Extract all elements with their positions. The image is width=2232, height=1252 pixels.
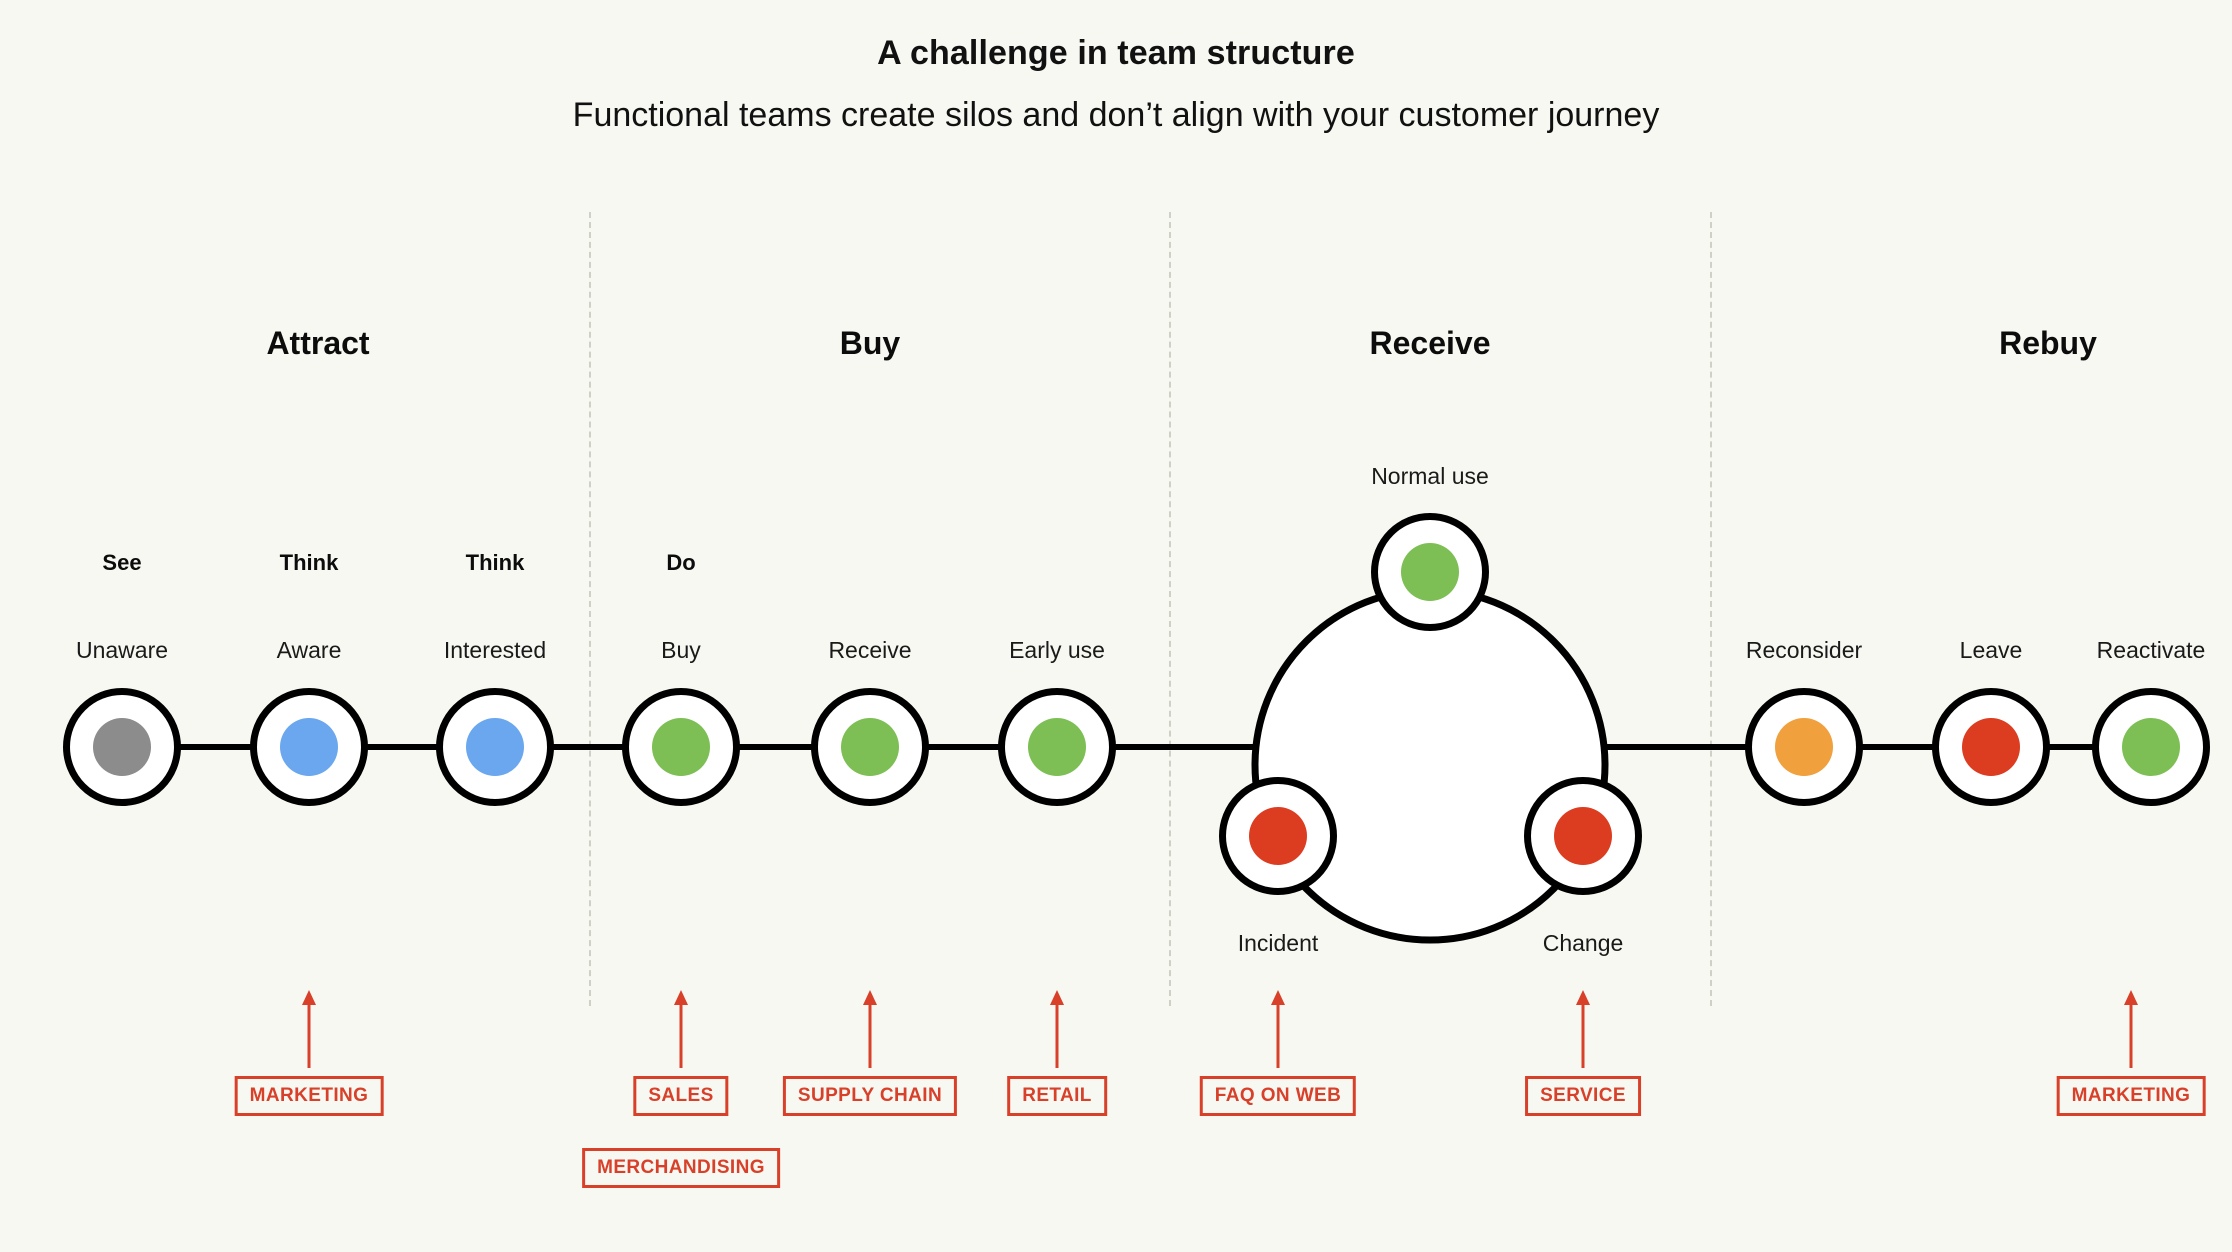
- node-dot-interested: [466, 718, 524, 776]
- team-arrow-sales: [674, 990, 688, 1068]
- phase-label-do: Do: [666, 550, 696, 575]
- team-box-sales[interactable]: SALES: [633, 1076, 729, 1116]
- node-reconsider[interactable]: [1745, 688, 1863, 806]
- team-arrow-supply-chain: [863, 990, 877, 1068]
- node-label-unaware: Unaware: [75, 637, 169, 663]
- stage-divider-1: [589, 212, 591, 1006]
- node-dot-unaware: [93, 718, 151, 776]
- team-arrow-service: [1576, 990, 1590, 1068]
- node-label-receive: Receive: [828, 637, 912, 663]
- team-box-retail[interactable]: RETAIL: [1007, 1076, 1107, 1116]
- node-label-leave: Leave: [1959, 637, 2023, 663]
- node-change[interactable]: [1524, 777, 1642, 895]
- team-arrow-marketing-rebuy: [2124, 990, 2138, 1068]
- connector-aware-interested: [309, 744, 495, 750]
- node-label-reactivate: Reactivate: [2096, 637, 2206, 663]
- node-dot-reconsider: [1775, 718, 1833, 776]
- node-dot-change: [1554, 807, 1612, 865]
- connector-leave-reactivate: [1991, 744, 2151, 750]
- node-incident[interactable]: [1219, 777, 1337, 895]
- stage-header-receive: Receive: [1369, 325, 1491, 361]
- node-dot-early-use: [1028, 718, 1086, 776]
- node-label-change: Change: [1542, 930, 1624, 956]
- page-subtitle: Functional teams create silos and don’t …: [572, 96, 1660, 134]
- node-dot-reactivate: [2122, 718, 2180, 776]
- phase-label-think-1: Think: [279, 550, 339, 575]
- team-box-supply-chain[interactable]: SUPPLY CHAIN: [782, 1076, 958, 1116]
- node-receive[interactable]: [811, 688, 929, 806]
- node-dot-buy: [652, 718, 710, 776]
- service-loop: [1240, 575, 1620, 955]
- connector-loop-reconsider: [1604, 744, 1804, 750]
- page-title: A challenge in team structure: [877, 34, 1355, 72]
- node-label-normal-use: Normal use: [1371, 463, 1489, 489]
- team-box-merchandising[interactable]: MERCHANDISING: [582, 1148, 780, 1188]
- connector-interested-buy: [495, 744, 681, 750]
- stage-header-attract: Attract: [266, 325, 370, 361]
- connector-earlyuse-loop: [1057, 744, 1255, 750]
- node-label-incident: Incident: [1237, 930, 1319, 956]
- node-label-interested: Interested: [443, 637, 547, 663]
- node-reactivate[interactable]: [2092, 688, 2210, 806]
- node-dot-receive: [841, 718, 899, 776]
- node-dot-normal-use: [1401, 543, 1459, 601]
- connector-unaware-aware: [122, 744, 309, 750]
- team-arrow-retail: [1050, 990, 1064, 1068]
- node-early-use[interactable]: [998, 688, 1116, 806]
- node-interested[interactable]: [436, 688, 554, 806]
- node-dot-incident: [1249, 807, 1307, 865]
- team-box-service[interactable]: SERVICE: [1525, 1076, 1641, 1116]
- team-box-marketing-rebuy[interactable]: MARKETING: [2056, 1076, 2206, 1116]
- stage-divider-3: [1710, 212, 1712, 1006]
- node-leave[interactable]: [1932, 688, 2050, 806]
- team-box-faq-on-web[interactable]: FAQ ON WEB: [1199, 1076, 1357, 1116]
- stage-divider-2: [1169, 212, 1171, 1006]
- team-arrow-marketing-attract: [302, 990, 316, 1068]
- team-arrow-faq-on-web: [1271, 990, 1285, 1068]
- node-label-early-use: Early use: [1009, 637, 1105, 663]
- node-unaware[interactable]: [63, 688, 181, 806]
- node-dot-aware: [280, 718, 338, 776]
- connector-buy-receive: [681, 744, 870, 750]
- connector-reconsider-leave: [1804, 744, 1991, 750]
- node-label-aware: Aware: [276, 637, 342, 663]
- node-dot-leave: [1962, 718, 2020, 776]
- node-aware[interactable]: [250, 688, 368, 806]
- service-loop-circle: [1251, 586, 1609, 944]
- phase-label-think-2: Think: [465, 550, 525, 575]
- node-label-reconsider: Reconsider: [1745, 637, 1863, 663]
- connector-receive-earlyuse: [870, 744, 1057, 750]
- node-buy[interactable]: [622, 688, 740, 806]
- phase-label-see: See: [102, 550, 142, 575]
- stage-header-rebuy: Rebuy: [1999, 325, 2097, 361]
- node-normal-use[interactable]: [1371, 513, 1489, 631]
- node-label-buy: Buy: [661, 637, 701, 663]
- stage-header-buy: Buy: [839, 325, 901, 361]
- team-box-marketing-attract[interactable]: MARKETING: [234, 1076, 384, 1116]
